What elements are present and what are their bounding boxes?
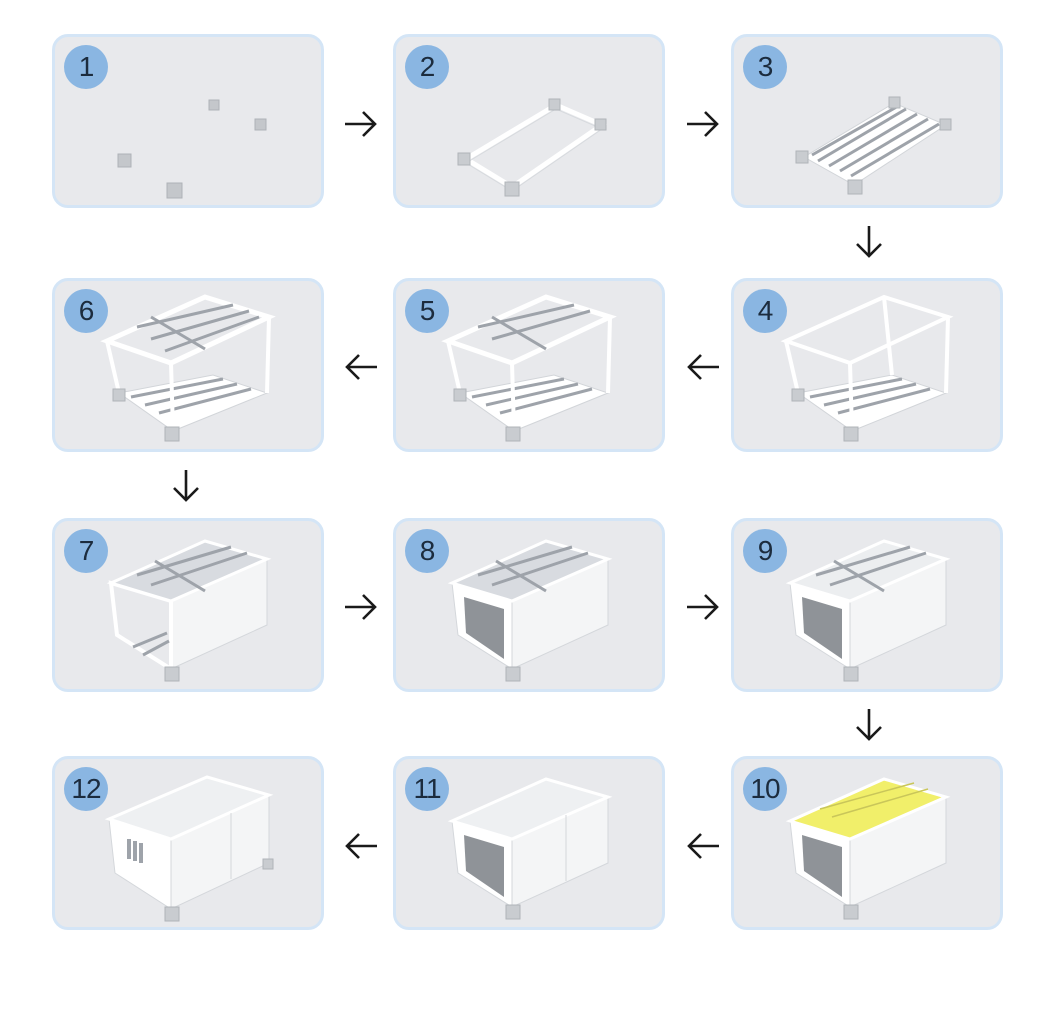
- roof-panel-illustration: [447, 777, 613, 920]
- step-8-panel: 8: [393, 518, 665, 692]
- step-3-panel: 3: [731, 34, 1003, 208]
- floor-joists-illustration: [795, 96, 952, 195]
- arrow-right-icon: [687, 594, 719, 620]
- step-badge: 7: [64, 529, 108, 573]
- roof-insulation-illustration: [785, 777, 951, 920]
- roof-frame-complete-illustration: [100, 294, 276, 442]
- roof-frame-illustration: [441, 294, 617, 442]
- arrow-left-icon: [345, 354, 377, 380]
- step-12-panel: 12: [52, 756, 324, 930]
- roof-framing-illustration: [785, 539, 951, 682]
- step-badge: 1: [64, 45, 108, 89]
- arrow-left-icon: [345, 833, 377, 859]
- arrow-down-icon: [856, 709, 882, 741]
- step-5-panel: 5: [393, 278, 665, 452]
- arrow-left-icon: [687, 833, 719, 859]
- step-1-panel: 1: [52, 34, 324, 208]
- arrow-down-icon: [173, 470, 199, 502]
- step-badge: 2: [405, 45, 449, 89]
- arrow-right-icon: [687, 111, 719, 137]
- step-badge: 12: [64, 767, 108, 811]
- step-badge: 11: [405, 767, 449, 811]
- floor-panel-illustration: [447, 539, 613, 682]
- arrow-down-icon: [856, 226, 882, 258]
- step-2-panel: 2: [393, 34, 665, 208]
- arrow-right-icon: [345, 594, 377, 620]
- step-badge: 3: [743, 45, 787, 89]
- arrow-right-icon: [345, 111, 377, 137]
- arrow-left-icon: [687, 354, 719, 380]
- step-badge: 9: [743, 529, 787, 573]
- step-badge: 6: [64, 289, 108, 333]
- columns-illustration: [780, 294, 954, 442]
- base-frame-illustration: [457, 98, 608, 197]
- step-badge: 4: [743, 289, 787, 333]
- step-4-panel: 4: [731, 278, 1003, 452]
- end-walls-window-illustration: [104, 775, 274, 922]
- step-11-panel: 11: [393, 756, 665, 930]
- corner-blocks-illustration: [117, 99, 267, 199]
- step-badge: 5: [405, 289, 449, 333]
- step-9-panel: 9: [731, 518, 1003, 692]
- side-walls-illustration: [106, 539, 272, 682]
- step-10-panel: 10: [731, 756, 1003, 930]
- step-badge: 8: [405, 529, 449, 573]
- step-7-panel: 7: [52, 518, 324, 692]
- step-6-panel: 6: [52, 278, 324, 452]
- step-badge: 10: [743, 767, 787, 811]
